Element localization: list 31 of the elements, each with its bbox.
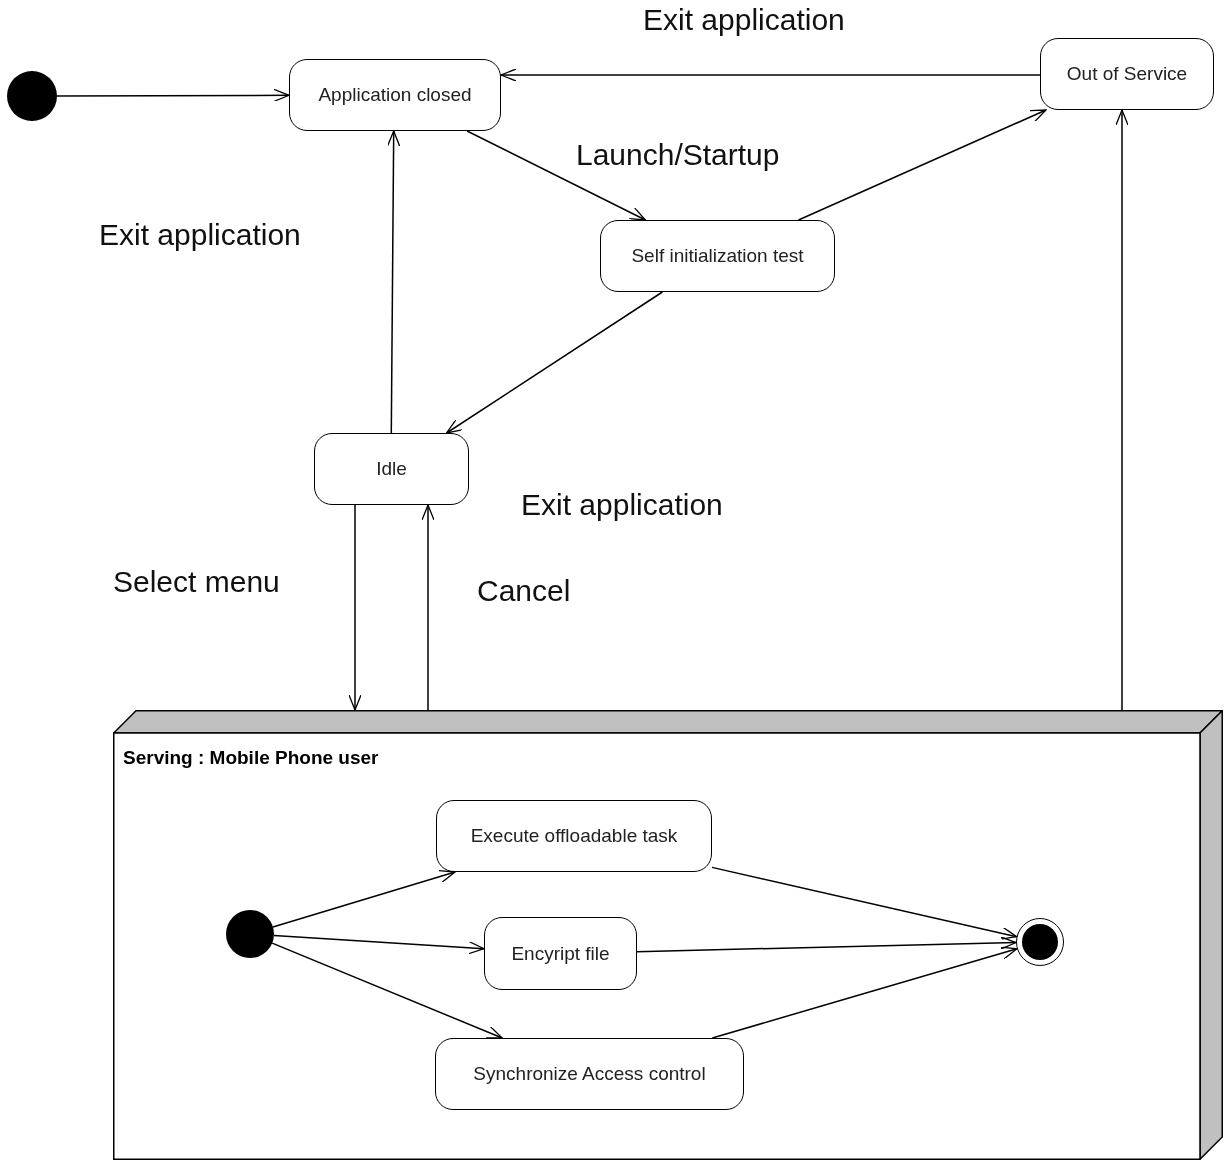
- state-box: [314, 433, 469, 505]
- state-label: Idle: [376, 458, 407, 480]
- transition-arrow: [636, 936, 1017, 953]
- initial-state-dot: [7, 71, 57, 121]
- state-box: [484, 917, 637, 990]
- transition-arrow: [348, 504, 362, 711]
- state-box: [435, 1038, 744, 1110]
- transition-arrow: [445, 291, 664, 434]
- transition-arrow: [500, 68, 1041, 82]
- state-label: Application closed: [318, 84, 472, 106]
- transition-arrow: [466, 130, 647, 221]
- state-box: [600, 220, 835, 292]
- state-label: Execute offloadable task: [470, 825, 678, 847]
- transition-arrow: [386, 130, 401, 434]
- transition-arrow: [56, 88, 290, 102]
- composite-state-title: Serving : Mobile Phone user: [123, 747, 379, 769]
- state-label: Synchronize Access control: [473, 1063, 706, 1085]
- state-label: Encyript file: [511, 942, 610, 965]
- transition-arrow: [711, 866, 1018, 940]
- state-label: Out of Service: [1066, 63, 1188, 85]
- transition-arrow: [1115, 109, 1129, 711]
- transition-arrow: [272, 869, 456, 928]
- transition-arrow: [271, 942, 503, 1039]
- transition-arrow: [797, 109, 1047, 221]
- transition-arrow: [273, 934, 485, 955]
- state-label: Self initialization test: [631, 245, 804, 267]
- state-box: [289, 59, 501, 131]
- state-box: [436, 800, 712, 872]
- transition-arrow: [421, 504, 435, 711]
- transition-arrow: [711, 946, 1018, 1039]
- state-box: [1040, 38, 1214, 110]
